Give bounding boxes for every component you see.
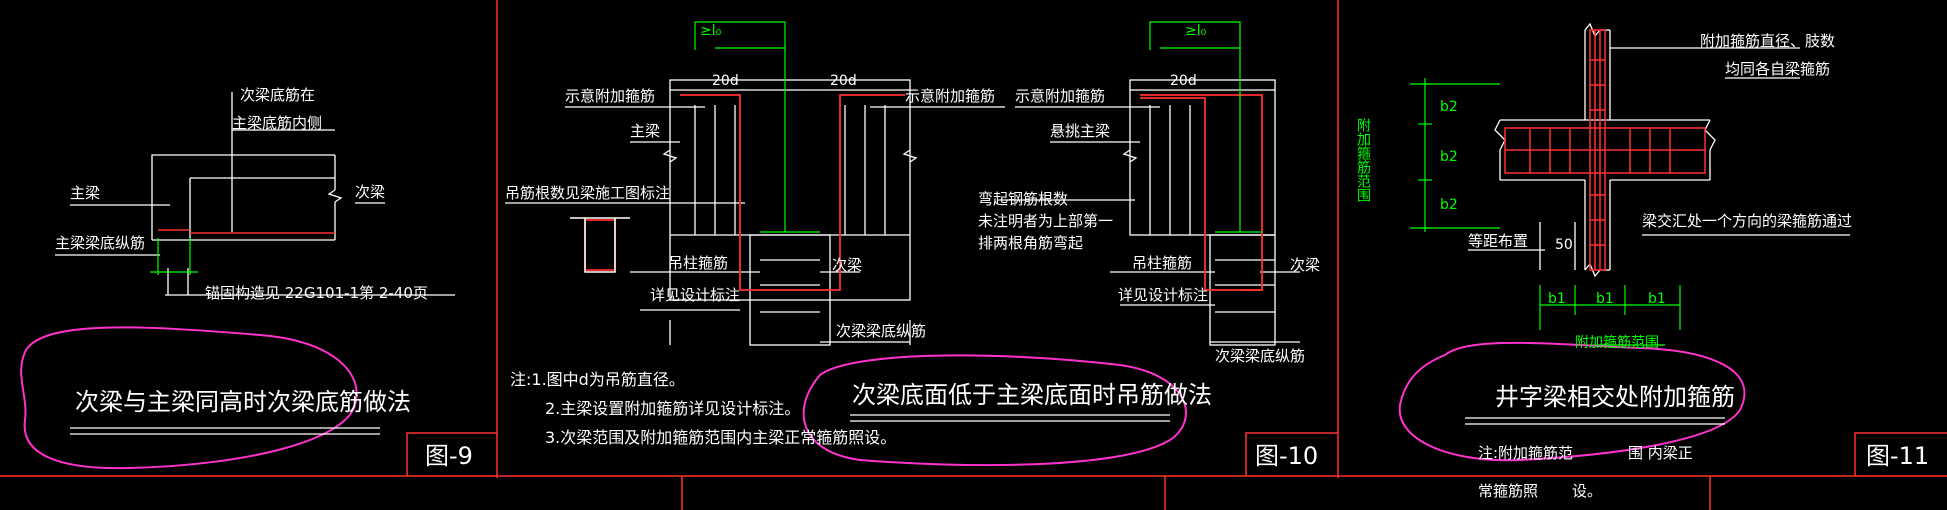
fig11-dim-b2-a: b2 xyxy=(1440,99,1458,115)
fig9-markup-circle xyxy=(20,326,358,470)
fig9-rebar xyxy=(158,229,335,234)
fig9-dimension xyxy=(150,238,198,275)
fig9-callout-line1: 次梁底筋在 xyxy=(240,86,316,104)
fig10-title-underline xyxy=(850,414,1170,422)
fig11-vertical-range-label: 附加箍筋范围 xyxy=(1355,118,1371,202)
fig11-range-label: 附加箍筋范围 xyxy=(1575,335,1659,351)
fig11-note-bottom-1: 注:附加箍筋范 xyxy=(1478,444,1574,462)
fig10-note-1: 注:1.图中d为吊筋直径。 xyxy=(510,370,685,389)
fig10-left-dimension xyxy=(694,21,820,233)
fig9-main-beam-bottom-bar-label: 主梁梁底纵筋 xyxy=(55,234,146,252)
fig10-see-design-label: 详见设计标注 xyxy=(650,286,741,304)
fig10-note-3: 3.次梁范围及附加箍筋范围内主梁正常箍筋照设。 xyxy=(545,428,897,447)
fig10-dim-la-right: ≥l₀ xyxy=(1185,23,1207,39)
fig10-extra-stirrup-mid: 示意附加箍筋 xyxy=(905,87,996,105)
fig10-see-design-label-right: 详见设计标注 xyxy=(1118,286,1209,304)
fig10-dim-20d-c: 20d xyxy=(1170,73,1197,89)
fig11-title: 井字梁相交处附加箍筋 xyxy=(1495,383,1735,411)
fig11-continuous-label: 梁交汇处一个方向的梁箍筋通过 xyxy=(1642,212,1853,230)
fig10-hanger-stirrup-label: 吊柱箍筋 xyxy=(668,254,729,272)
fig10-secondary-beam-label: 次梁 xyxy=(832,256,863,274)
fig10-extra-stirrup-right: 示意附加箍筋 xyxy=(1015,87,1106,105)
fig11-linework xyxy=(1468,22,1850,278)
fig11-dimension xyxy=(1410,78,1681,346)
fig11-rebar xyxy=(1504,29,1706,271)
fig10-dim-20d-a: 20d xyxy=(712,73,739,89)
fig10-hanger-stirrup-label-right: 吊柱箍筋 xyxy=(1132,254,1193,272)
fig10-main-beam-label: 主梁 xyxy=(630,122,661,140)
fig10-right-linework xyxy=(1000,79,1300,346)
fig10-secondary-beam-label-right: 次梁 xyxy=(1290,256,1321,274)
fig10-dim-20d-b: 20d xyxy=(830,73,857,89)
fig9-main-beam-label: 主梁 xyxy=(70,184,101,202)
fig11-markup-circle xyxy=(1398,341,1746,462)
fig11-note-bottom-2: 围 内梁正 xyxy=(1628,444,1693,462)
fig10-right-bent-bar xyxy=(1140,94,1263,291)
fig11-even-spacing-label: 等距布置 xyxy=(1468,232,1529,250)
fig11-title-underline xyxy=(1465,417,1725,425)
fig11-note-top-2: 均同各自梁箍筋 xyxy=(1725,60,1831,78)
fig10-dim-la-left: ≥l₀ xyxy=(700,23,722,39)
fig11-dim-b1-b: b1 xyxy=(1596,291,1614,307)
fig10-markup-circle xyxy=(802,354,1187,467)
fig10-bent-bar-note1: 弯起钢筋根数 xyxy=(978,190,1069,208)
fig11-figure-number: 图-11 xyxy=(1866,442,1930,470)
fig10-title: 次梁底面低于主梁底面时吊筋做法 xyxy=(852,381,1212,409)
fig9-secondary-beam-label: 次梁 xyxy=(355,183,386,201)
fig10-hanger-note: 吊筋根数见梁施工图标注 xyxy=(505,184,671,202)
fig9-linework xyxy=(55,92,455,296)
fig9-callout-line2: 主梁底筋内侧 xyxy=(232,114,323,132)
fig11-dim-b2-c: b2 xyxy=(1440,197,1458,213)
fig10-left-linework xyxy=(505,79,1005,346)
fig9-title-underline xyxy=(70,427,380,435)
fig11-note-bottom-4: 设。 xyxy=(1572,482,1603,500)
fig11-dim-b2-b: b2 xyxy=(1440,149,1458,165)
fig11-dim-b1-a: b1 xyxy=(1548,291,1566,307)
fig10-extra-stirrup-left: 示意附加箍筋 xyxy=(565,87,656,105)
fig9-figure-number: 图-9 xyxy=(425,442,473,470)
fig10-note-2: 2.主梁设置附加箍筋详见设计标注。 xyxy=(545,399,801,418)
fig10-bent-bar-note2: 未注明者为上部第一 xyxy=(978,212,1114,230)
fig10-cantilever-label: 悬挑主梁 xyxy=(1050,122,1111,140)
fig11-note-top-1: 附加箍筋直径、肢数 xyxy=(1700,32,1836,50)
fig10-tee-section xyxy=(570,217,630,273)
fig11-note-bottom-3: 常箍筋照 xyxy=(1478,482,1539,500)
fig10-right-dimension xyxy=(1149,21,1262,233)
fig10-bent-bar-note3: 排两根角筋弯起 xyxy=(978,234,1084,252)
fig11-dim-b1-c: b1 xyxy=(1648,291,1666,307)
fig10-figure-number: 图-10 xyxy=(1255,442,1319,470)
fig11-dim-50: 50 xyxy=(1555,237,1573,253)
fig10-secondary-bottom-label: 次梁梁底纵筋 xyxy=(836,322,927,340)
fig9-anchor-note: 锚固构造见 22G101-1第 2-40页 xyxy=(205,284,428,302)
fig10-secondary-bottom-label-right: 次梁梁底纵筋 xyxy=(1215,347,1306,365)
fig9-title: 次梁与主梁同高时次梁底筋做法 xyxy=(75,388,411,416)
